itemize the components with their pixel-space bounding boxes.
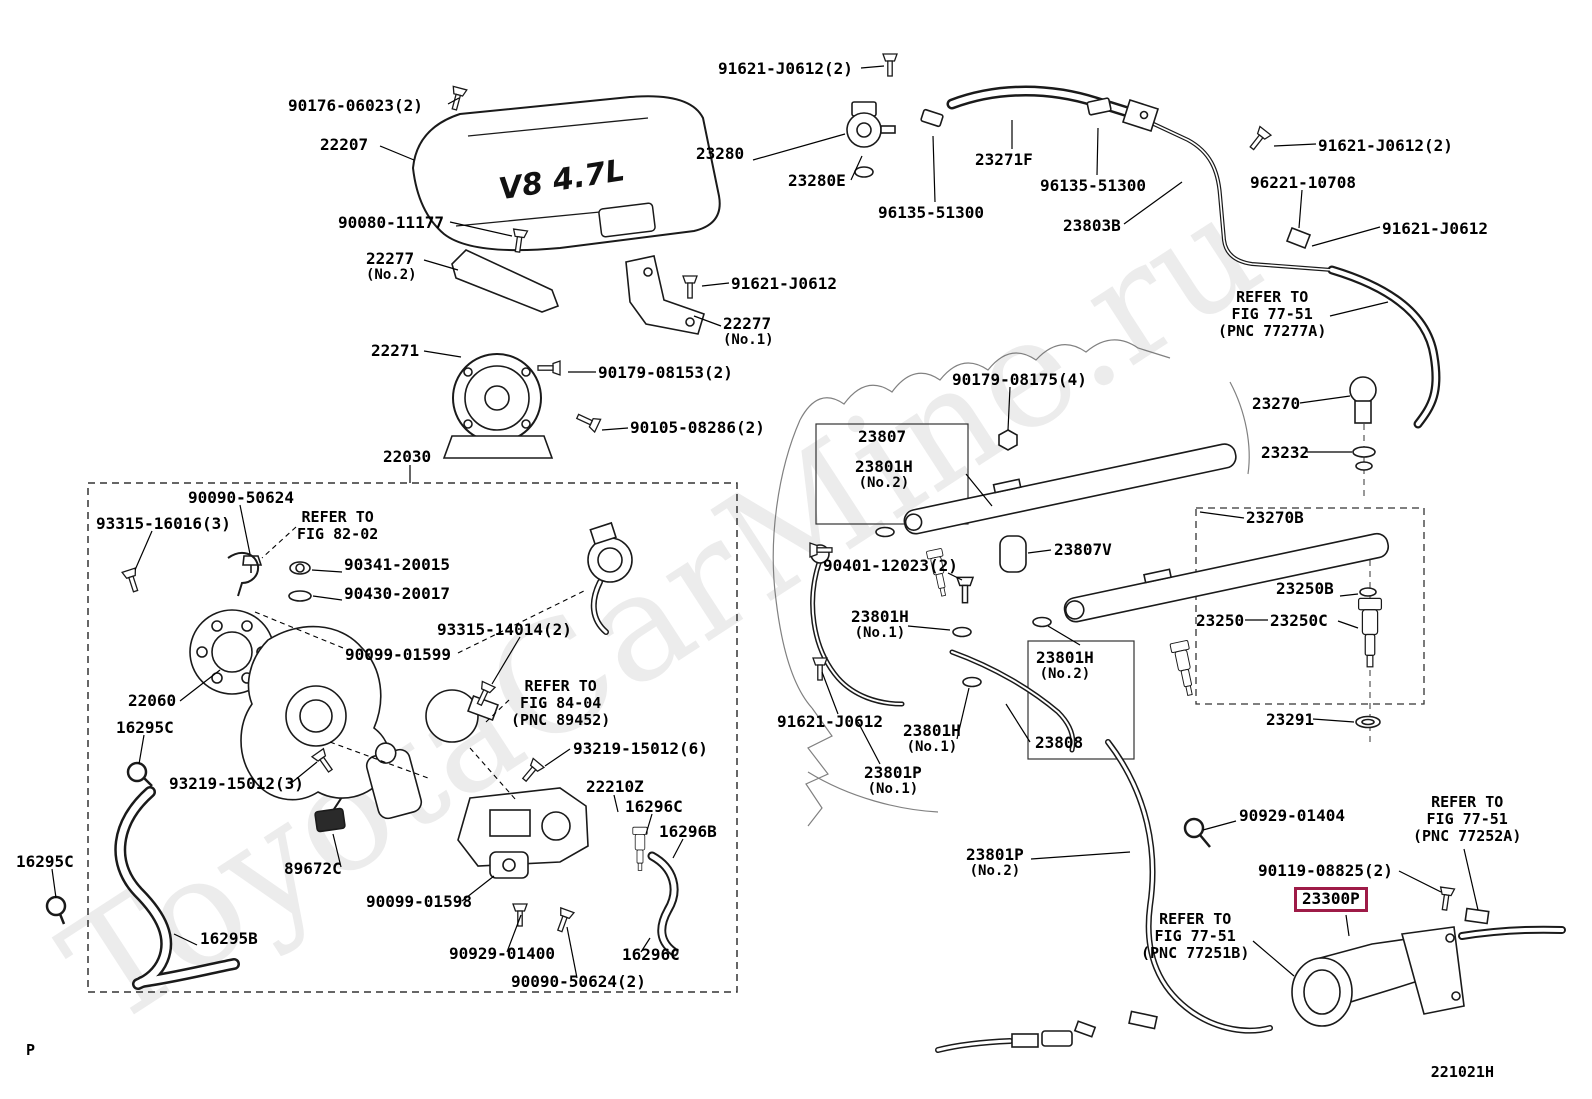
part-number-label[interactable]: 90430-20017 bbox=[344, 584, 450, 603]
part-number-label[interactable]: 23801P(No.2) bbox=[966, 845, 1024, 879]
part-number-label[interactable]: 90929-01404 bbox=[1239, 806, 1345, 825]
part-number-label[interactable]: 23291 bbox=[1266, 710, 1315, 729]
part-number-label[interactable]: 22030 bbox=[383, 447, 432, 466]
part-number-label[interactable]: 16296C bbox=[625, 797, 683, 816]
figure-code: 221021H bbox=[1430, 1063, 1494, 1081]
part-number-label[interactable]: 23801H(No.1) bbox=[851, 607, 909, 641]
part-number-label[interactable]: 23807V bbox=[1054, 540, 1112, 559]
part-number-label[interactable]: 23280 bbox=[696, 144, 745, 163]
part-number-label[interactable]: 16295C bbox=[116, 718, 174, 737]
part-number-label[interactable]: 90105-08286(2) bbox=[630, 418, 765, 437]
part-number-label[interactable]: 90090-50624 bbox=[188, 488, 294, 507]
part-number-label[interactable]: 22277(No.1) bbox=[723, 314, 774, 348]
part-number-label[interactable]: 23803B bbox=[1063, 216, 1121, 235]
part-shapes bbox=[45, 97, 1490, 1048]
part-number-label[interactable]: 96135-51300 bbox=[1040, 176, 1146, 195]
part-number-label[interactable]: 22060 bbox=[128, 691, 177, 710]
part-number-label[interactable]: 93315-14014(2) bbox=[437, 620, 572, 639]
part-number-label[interactable]: 90401-12023(2) bbox=[823, 556, 958, 575]
part-number-label[interactable]: 90179-08153(2) bbox=[598, 363, 733, 382]
part-number-label[interactable]: 16295B bbox=[200, 929, 258, 948]
part-number-label[interactable]: 91621-J0612(2) bbox=[1318, 136, 1453, 155]
part-number-label[interactable]: 23250C bbox=[1270, 611, 1328, 630]
part-number-label[interactable]: 90341-20015 bbox=[344, 555, 450, 574]
part-number-label[interactable]: 23808 bbox=[1035, 733, 1084, 752]
part-number-label[interactable]: 22207 bbox=[320, 135, 369, 154]
part-number-label[interactable]: 22210Z bbox=[586, 777, 644, 796]
part-number-label[interactable]: 16296C bbox=[622, 945, 680, 964]
part-number-label[interactable]: 91621-J0612 bbox=[731, 274, 837, 293]
part-number-label[interactable]: 23232 bbox=[1261, 443, 1310, 462]
part-number-label[interactable]: 90099-01598 bbox=[366, 892, 472, 911]
part-number-label[interactable]: 23801P(No.1) bbox=[864, 763, 922, 797]
part-number-label[interactable]: 23250B bbox=[1276, 579, 1334, 598]
part-number-label[interactable]: 91621-J0612 bbox=[777, 712, 883, 731]
part-number-label[interactable]: 90080-11177 bbox=[338, 213, 444, 232]
part-number-label[interactable]: 90119-08825(2) bbox=[1258, 861, 1393, 880]
dashed-leaders bbox=[254, 526, 587, 801]
part-number-label[interactable]: 23280E bbox=[788, 171, 846, 190]
part-number-label[interactable]: 90179-08175(4) bbox=[952, 370, 1087, 389]
part-number-label[interactable]: 23271F bbox=[975, 150, 1033, 169]
part-number-label[interactable]: 90176-06023(2) bbox=[288, 96, 423, 115]
page-marker: P bbox=[26, 1041, 36, 1059]
part-number-label[interactable]: 93219-15012(3) bbox=[169, 774, 304, 793]
part-number-label[interactable]: 22277(No.2) bbox=[366, 249, 417, 283]
part-number-label[interactable]: 23807 bbox=[858, 427, 907, 446]
part-number-label[interactable]: 90090-50624(2) bbox=[511, 972, 646, 991]
part-number-label[interactable]: 16296B bbox=[659, 822, 717, 841]
engine-silhouette bbox=[772, 339, 1250, 827]
part-number-label[interactable]: 93219-15012(6) bbox=[573, 739, 708, 758]
part-number-label[interactable]: 23270 bbox=[1252, 394, 1301, 413]
part-number-label[interactable]: 22271 bbox=[371, 341, 420, 360]
part-number-label[interactable]: 23300P bbox=[1294, 887, 1368, 912]
part-number-label[interactable]: 90099-01599 bbox=[345, 645, 451, 664]
part-number-label[interactable]: 23801H(No.2) bbox=[855, 457, 913, 491]
hoses bbox=[114, 85, 1566, 1053]
part-number-label[interactable]: 93315-16016(3) bbox=[96, 514, 231, 533]
part-number-label[interactable]: 96135-51300 bbox=[878, 203, 984, 222]
leader-lines bbox=[51, 65, 1479, 979]
part-number-label[interactable]: 90929-01400 bbox=[449, 944, 555, 963]
part-number-label[interactable]: 96221-10708 bbox=[1250, 173, 1356, 192]
part-number-label[interactable]: 23250 bbox=[1196, 611, 1245, 630]
part-number-label[interactable]: 91621-J0612(2) bbox=[718, 59, 853, 78]
part-number-label[interactable]: 16295C bbox=[16, 852, 74, 871]
part-number-label[interactable]: 23801H(No.1) bbox=[903, 721, 961, 755]
part-number-label[interactable]: 89672C bbox=[284, 859, 342, 878]
part-number-label[interactable]: 23270B bbox=[1246, 508, 1304, 527]
part-number-label[interactable]: 91621-J0612 bbox=[1382, 219, 1488, 238]
engine-cover: V8 4.7L bbox=[411, 95, 721, 252]
part-number-label[interactable]: 23801H(No.2) bbox=[1036, 648, 1094, 682]
